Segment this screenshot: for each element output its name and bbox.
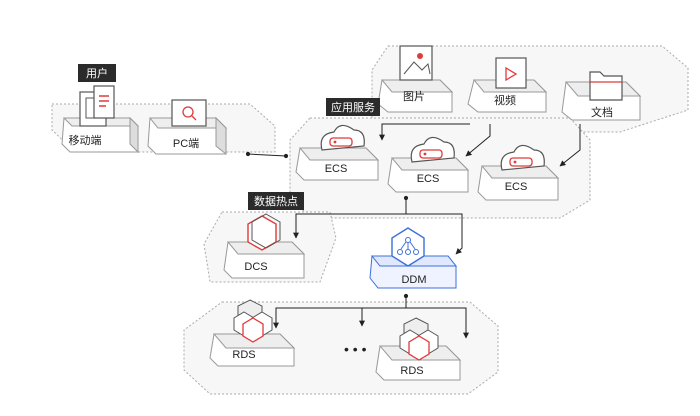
connector-ecs-dcs [293,198,407,239]
hexagon-cache-icon [247,213,281,251]
ecs-label-3: ECS [505,181,528,193]
picture-icon [399,45,433,81]
data-hotspot-tag-label: 数据热点 [254,194,298,208]
app-service-tag: 应用服务 [326,98,380,116]
doc-label: 文档 [591,105,613,119]
connector-dot [245,151,251,157]
phone-icon [79,85,115,127]
rds-node-1: RDS [209,299,296,367]
ddm-label: DDM [401,274,426,286]
connector-dot [283,153,289,159]
connector-media-ecs2 [465,124,491,157]
app-service-tag-label: 应用服务 [331,100,375,114]
distributed-db-icon [391,227,425,267]
image-node: 图片 [377,45,454,113]
data-hotspot-tag: 数据热点 [248,192,304,210]
user-tag: 用户 [78,64,116,82]
doc-node: 文档 [561,71,642,121]
hexagon-cluster-icon [399,317,439,361]
connector-media-ecs3 [559,124,581,167]
ecs-node-3: ECS [477,144,560,201]
dcs-node: DCS [223,213,306,279]
connector-media-ecs1 [379,123,470,141]
ecs-label-1: ECS [325,163,348,175]
rds-label-2: RDS [400,365,423,377]
dcs-label: DCS [244,261,267,273]
ellipsis: • • • [344,341,367,357]
ddm-node: DDM [369,227,458,289]
user-tag-label: 用户 [86,66,108,80]
connectors [245,123,581,339]
connector-ddm-rds2 [406,307,469,339]
connector-ddm-ellipsis [359,307,406,327]
connector-ddm-rds1 [273,296,407,329]
cloud-server-icon [320,124,365,151]
video-icon [495,57,527,89]
video-label: 视频 [494,93,516,107]
cloud-server-icon [500,144,545,171]
video-node: 视频 [467,57,548,113]
mobile-node: 移动端 [61,85,140,154]
ecs-node-1: ECS [295,124,380,181]
folder-icon [589,71,623,101]
cloud-server-icon [410,136,455,163]
connector-ecs-ddm [406,213,463,255]
ecs-node-2: ECS [387,136,470,193]
pc-node: PC端 [147,99,228,156]
monitor-icon [171,99,207,127]
rds-node-2: RDS [375,317,462,381]
mobile-label: 移动端 [69,134,102,147]
hexagon-cluster-icon [233,299,273,343]
pc-label: PC端 [173,137,199,150]
connector-user-ecs [247,153,287,157]
image-label: 图片 [403,90,425,103]
ecs-label-2: ECS [417,173,440,185]
rds-label-1: RDS [232,349,255,361]
